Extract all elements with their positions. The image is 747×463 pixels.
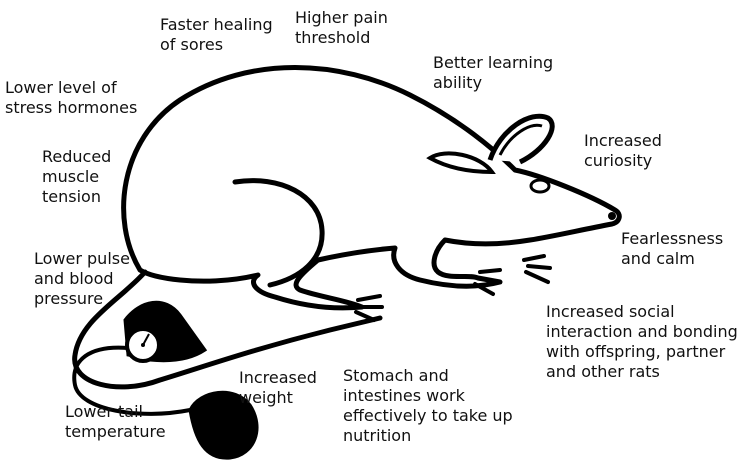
rat-eye bbox=[531, 180, 549, 192]
gauge-center bbox=[141, 343, 145, 347]
label-better-learning: Better learning ability bbox=[433, 53, 553, 93]
rat-front-paw-2 bbox=[524, 256, 550, 282]
rat-ear bbox=[490, 116, 552, 162]
label-faster-healing: Faster healing of sores bbox=[160, 15, 273, 55]
label-increased-weight: Increased weight bbox=[239, 368, 317, 408]
label-lower-pulse: Lower pulse and blood pressure bbox=[34, 249, 130, 309]
label-lower-tail: Lower tail temperature bbox=[65, 402, 166, 442]
label-increased-social: Increased social interaction and bonding… bbox=[546, 302, 738, 382]
label-fearlessness: Fearlessness and calm bbox=[621, 229, 723, 269]
label-lower-stress: Lower level of stress hormones bbox=[5, 78, 137, 118]
rat-nose bbox=[608, 212, 616, 220]
label-increased-curiosity: Increased curiosity bbox=[584, 131, 662, 171]
label-reduced-tension: Reduced muscle tension bbox=[42, 147, 111, 207]
label-stomach: Stomach and intestines work effectively … bbox=[343, 366, 513, 446]
label-higher-pain: Higher pain threshold bbox=[295, 8, 388, 48]
